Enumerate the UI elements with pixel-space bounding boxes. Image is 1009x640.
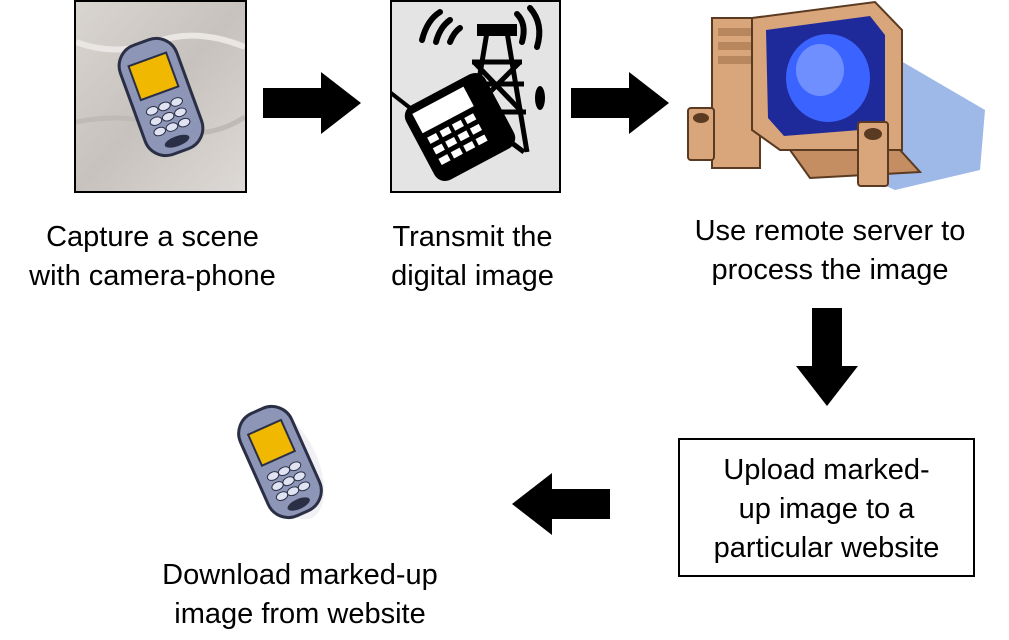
capture-label: Capture a scene with camera-phone xyxy=(0,218,305,296)
process-label: Use remote server to process the image xyxy=(660,212,1000,290)
process-label-line2: process the image xyxy=(711,254,949,286)
arrow-right-2 xyxy=(571,72,669,134)
arrow-left xyxy=(512,473,610,535)
upload-label: Upload marked- up image to a particular … xyxy=(680,451,973,568)
transmit-label-line1: Transmit the xyxy=(392,221,553,253)
capture-label-line2: with camera-phone xyxy=(29,260,276,292)
transmit-image-frame xyxy=(390,0,561,193)
download-label-line1: Download marked-up xyxy=(162,559,438,591)
download-label-line2: image from website xyxy=(174,598,426,630)
arrow-right-1 xyxy=(263,72,361,134)
download-label: Download marked-up image from website xyxy=(125,556,475,634)
transmission-tower-icon xyxy=(392,2,559,191)
upload-label-line2: up image to a xyxy=(738,493,915,525)
capture-image-frame xyxy=(74,0,247,193)
computer-server-icon xyxy=(687,0,985,190)
upload-step-box: Upload marked- up image to a particular … xyxy=(678,438,975,577)
process-label-line1: Use remote server to xyxy=(694,215,966,247)
camera-phone-icon xyxy=(76,2,245,191)
upload-label-line1: Upload marked- xyxy=(723,454,930,486)
upload-label-line3: particular website xyxy=(713,532,940,564)
mobile-phone-icon xyxy=(237,404,325,520)
arrow-down xyxy=(796,308,858,406)
transmit-label-line2: digital image xyxy=(391,260,554,292)
transmit-label: Transmit the digital image xyxy=(340,218,605,296)
capture-label-line1: Capture a scene xyxy=(46,221,259,253)
